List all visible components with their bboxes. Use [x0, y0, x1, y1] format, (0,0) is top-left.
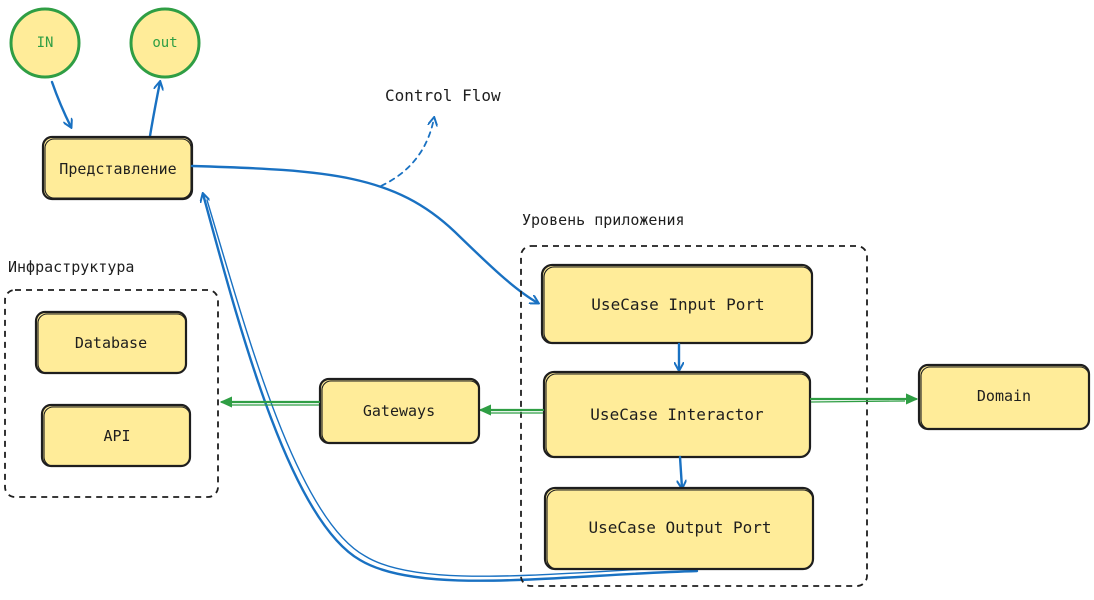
infrastructure-title: Инфраструктура — [8, 258, 134, 276]
output-port-box: UseCase Output Port — [543, 486, 815, 571]
out-node: out — [129, 7, 201, 79]
input-port-label: UseCase Input Port — [591, 295, 764, 314]
domain-label: Domain — [977, 387, 1031, 405]
presentation-label: Представление — [59, 160, 176, 178]
out-label: out — [152, 35, 177, 51]
api-label: API — [103, 427, 130, 445]
interactor-to-domain-arrow-second-stroke — [810, 400, 906, 403]
database-box: Database — [34, 310, 188, 375]
in-label: IN — [37, 35, 54, 51]
infrastructure-group — [4, 289, 219, 498]
app-layer-group — [520, 245, 868, 587]
output-port-to-presentation-arrow — [203, 194, 699, 582]
input-port-box: UseCase Input Port — [540, 263, 814, 345]
presentation-to-out-arrow — [148, 82, 160, 138]
interactor-label: UseCase Interactor — [590, 405, 764, 424]
interactor-to-output-port-arrow — [680, 455, 682, 488]
presentation-box: Представление — [41, 135, 194, 201]
in-node: IN — [9, 7, 81, 79]
output-port-label: UseCase Output Port — [588, 518, 771, 537]
app-layer-title: Уровень приложения — [522, 211, 685, 229]
control-flow-arrow — [380, 118, 434, 187]
api-box: API — [40, 403, 192, 468]
database-label: Database — [75, 334, 147, 352]
domain-box: Domain — [917, 363, 1091, 431]
control-flow-label: Control Flow — [385, 86, 501, 105]
interactor-box: UseCase Interactor — [542, 370, 812, 459]
in-to-presentation-arrow — [50, 80, 71, 127]
gateways-box: Gateways — [318, 377, 481, 445]
output-port-to-presentation-arrow-second-stroke — [206, 199, 691, 577]
gateways-label: Gateways — [363, 402, 435, 420]
presentation-to-input-port-arrow — [190, 164, 538, 303]
